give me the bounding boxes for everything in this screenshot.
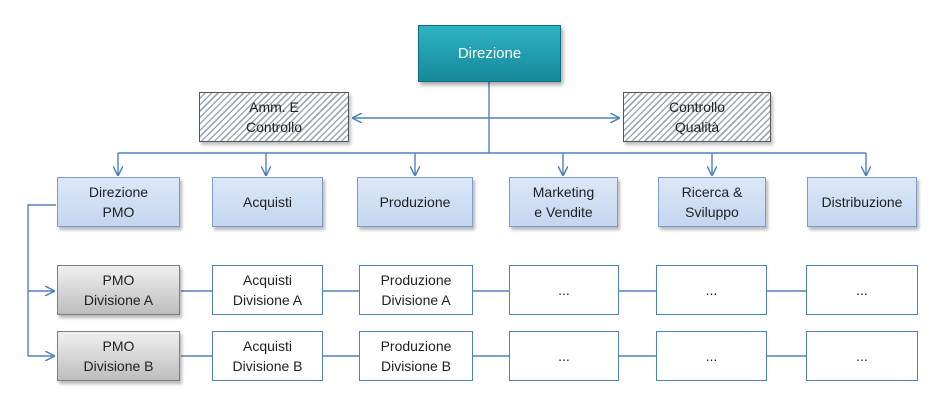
staff-box-amministrazione: Amm. E Controllo bbox=[199, 92, 349, 142]
produzione-divisione-b-box: Produzione Divisione B bbox=[359, 331, 473, 381]
department-label: Marketing e Vendite bbox=[532, 184, 595, 220]
department-label: Direzione PMO bbox=[88, 184, 149, 220]
cell-label: Produzione Divisione A bbox=[380, 272, 452, 308]
placeholder-cell: ... bbox=[806, 331, 918, 381]
acquisti-divisione-b-box: Acquisti Divisione B bbox=[212, 331, 323, 381]
placeholder-cell: ... bbox=[656, 331, 767, 381]
cell-label: Produzione Divisione B bbox=[380, 338, 452, 374]
department-label: Produzione bbox=[379, 194, 451, 210]
department-label: Acquisti bbox=[242, 194, 293, 210]
cell-label: PMO Divisione A bbox=[83, 272, 154, 308]
cell-label: Acquisti Divisione B bbox=[232, 338, 303, 374]
direzione-label: Direzione bbox=[457, 44, 522, 62]
department-box-direzione-pmo: Direzione PMO bbox=[57, 177, 180, 227]
department-label: Distribuzione bbox=[821, 194, 903, 210]
cell-label: ... bbox=[705, 348, 718, 364]
cell-label: ... bbox=[558, 282, 570, 298]
staff-label: Amm. E Controllo bbox=[245, 99, 303, 135]
pmo-divisione-b-box: PMO Divisione B bbox=[57, 331, 180, 381]
placeholder-cell: ... bbox=[806, 265, 918, 315]
department-label: Ricerca & Sviluppo bbox=[681, 184, 743, 220]
placeholder-cell: ... bbox=[509, 265, 619, 315]
placeholder-cell: ... bbox=[509, 331, 619, 381]
department-box-acquisti: Acquisti bbox=[212, 177, 323, 227]
cell-label: ... bbox=[856, 348, 868, 364]
placeholder-cell: ... bbox=[656, 265, 767, 315]
staff-box-qualita: Controllo Qualità bbox=[623, 92, 771, 142]
cell-label: ... bbox=[705, 282, 718, 298]
acquisti-divisione-a-box: Acquisti Divisione A bbox=[212, 265, 323, 315]
pmo-divisione-a-box: PMO Divisione A bbox=[57, 265, 180, 315]
produzione-divisione-a-box: Produzione Divisione A bbox=[359, 265, 473, 315]
department-box-ricerca: Ricerca & Sviluppo bbox=[658, 177, 766, 227]
cell-label: PMO Divisione B bbox=[83, 338, 154, 374]
direzione-box: Direzione bbox=[418, 25, 561, 82]
pmo-feeder bbox=[27, 204, 56, 356]
cell-label: ... bbox=[856, 282, 868, 298]
department-box-distribuzione: Distribuzione bbox=[807, 177, 917, 227]
cell-label: ... bbox=[558, 348, 570, 364]
department-box-marketing: Marketing e Vendite bbox=[509, 177, 618, 227]
department-box-produzione: Produzione bbox=[357, 177, 473, 227]
staff-label: Controllo Qualità bbox=[668, 99, 726, 135]
cell-label: Acquisti Divisione A bbox=[232, 272, 303, 308]
